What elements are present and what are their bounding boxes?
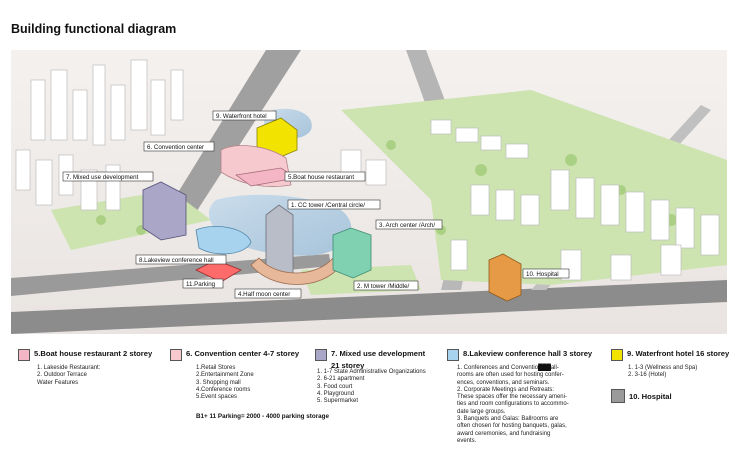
svg-text:11.Parking: 11.Parking [186, 281, 216, 288]
arch-center-building [332, 227, 372, 279]
svg-text:7. Mixed use development: 7. Mixed use development [66, 174, 139, 181]
map-label-parking: 11.Parking [182, 278, 224, 289]
desc-line: Water Features [37, 379, 79, 386]
svg-text:1. CC tower /Central circle/: 1. CC tower /Central circle/ [291, 202, 365, 209]
desc-line: 1.Retail Stores [196, 365, 236, 371]
desc-line: date large groups. [457, 408, 506, 415]
desc-line: events. [457, 437, 477, 444]
legend-convention: 6. Convention center 4-7 storey [170, 349, 299, 361]
desc-line: 5.Event spaces [196, 394, 238, 401]
map-label-cctower: 1. CC tower /Central circle/ [287, 199, 381, 210]
map-label-hospital: 10. Hospital [522, 268, 570, 279]
map-label-mixed: 7. Mixed use development [62, 171, 154, 182]
legend-label-line2: 21 storey [331, 361, 365, 370]
svg-text:9. Waterfront hotel: 9. Waterfront hotel [216, 113, 267, 120]
context-buildings [15, 59, 720, 281]
legend-swatch-convention [170, 349, 182, 361]
page-title: Building functional diagram [11, 22, 177, 36]
desc-line: 1. Lakeside Restaurant: [37, 365, 101, 371]
legend-label: 10. Hospital [629, 391, 672, 401]
svg-text:4.Half moon center: 4.Half moon center [238, 291, 290, 298]
desc-fragment: 1. Conferences and Conventio [457, 365, 539, 371]
svg-text:8.Lakeview conference hall: 8.Lakeview conference hall [139, 257, 214, 264]
legend-swatch-hospital [611, 389, 625, 403]
map-label-mtower: 2. M tower /Middle/ [353, 280, 419, 291]
map-label-lakeview: 8.Lakeview conference hall [135, 254, 227, 265]
legend-waterfront: 9. Waterfront hotel 16 storey [611, 349, 729, 361]
legend-hospital: 10. Hospital [611, 389, 672, 403]
svg-text:5.Boat house restaurant: 5.Boat house restaurant [288, 174, 354, 181]
desc-line: 2. 6-21 apartment [317, 376, 365, 383]
desc-fragment: all- [550, 365, 559, 371]
hospital-building [488, 253, 522, 302]
legend-label: 7. Mixed use development [331, 349, 426, 358]
desc-line: ties and room configurations to accommo- [457, 401, 569, 408]
desc-line: 2. Outdoor Terrace [37, 372, 87, 379]
parking-note: B1+ 11 Parking= 2000 - 4000 parking stor… [196, 413, 330, 420]
legend-label: 9. Waterfront hotel 16 storey [627, 349, 729, 358]
legend-lakeview: 8.Lakeview conference hall 3 storey [447, 349, 592, 361]
desc-line: These spaces offer the necessary ameni- [457, 394, 567, 401]
legend-desc-lakeview: 1. Conferences and Conventio███all- room… [457, 365, 569, 445]
desc-line: ences, conventions, and seminars. [457, 379, 550, 386]
svg-text:3. Arch center /Arch/: 3. Arch center /Arch/ [379, 222, 435, 229]
legend-mixed: 7. Mixed use development 21 storey [315, 349, 425, 370]
desc-line: 3. Shopping mall [196, 379, 241, 386]
redaction-mark: ███ [538, 365, 551, 371]
lakeview-hall-building [195, 226, 252, 255]
desc-line: often chosen for hosting banquets, galas… [457, 423, 567, 430]
map-label-waterfront: 9. Waterfront hotel [212, 110, 277, 121]
site-aerial-view: 9. Waterfront hotel 6. Convention center… [11, 50, 727, 334]
desc-line: 4.Conference rooms [196, 386, 251, 393]
desc-line: 2.Entertainment Zone [196, 372, 254, 379]
legend-desc-waterfront: 1. 1-3 (Wellness and Spa) 2. 3-16 (Hotel… [628, 365, 697, 380]
legend-boathouse: 5.Boat house restaurant 2 storey [18, 349, 152, 361]
desc-line: 1. 1-7 State Administrative Organization… [317, 369, 426, 375]
desc-line: 2. 3-16 (Hotel) [628, 372, 667, 379]
desc-line: award ceremonies, and fundraising [457, 430, 551, 437]
svg-text:6. Convention center: 6. Convention center [147, 144, 204, 151]
desc-line: 3. Food court [317, 383, 353, 390]
legend-label: 5.Boat house restaurant 2 storey [34, 349, 153, 358]
svg-text:10. Hospital: 10. Hospital [526, 271, 559, 278]
desc-line: 4. Playground [317, 390, 355, 397]
legend-swatch-lakeview [447, 349, 459, 361]
desc-line: 2. Corporate Meetings and Retreats: [457, 386, 555, 393]
svg-text:2. M tower /Middle/: 2. M tower /Middle/ [357, 283, 410, 290]
mixed-use-building [142, 181, 187, 241]
desc-line: 3. Banquets and Galas: Ballrooms are [457, 416, 559, 423]
desc-line: 1. 1-3 (Wellness and Spa) [628, 365, 698, 371]
map-label-arch: 3. Arch center /Arch/ [375, 219, 443, 230]
legend-desc-mixed: 1. 1-7 State Administrative Organization… [317, 369, 426, 405]
map-label-halfmoon: 4.Half moon center [234, 288, 302, 299]
legend-label: 8.Lakeview conference hall 3 storey [463, 349, 593, 358]
map-label-boathouse: 5.Boat house restaurant [284, 171, 366, 182]
legend-swatch-mixed [315, 349, 327, 361]
desc-line: 1. Conferences and Conventio███all- [457, 365, 569, 372]
legend-desc-convention: 1.Retail Stores 2.Entertainment Zone 3. … [196, 365, 254, 401]
map-label-convention: 6. Convention center [143, 141, 215, 152]
legend-desc-boathouse: 1. Lakeside Restaurant: 2. Outdoor Terra… [37, 365, 100, 387]
desc-line: rooms are often used for hosting confer- [457, 372, 564, 379]
legend-swatch-boathouse [18, 349, 30, 361]
legend-label: 6. Convention center 4-7 storey [186, 349, 300, 358]
desc-line: 5. Supermarket [317, 398, 359, 405]
legend-swatch-waterfront [611, 349, 623, 361]
